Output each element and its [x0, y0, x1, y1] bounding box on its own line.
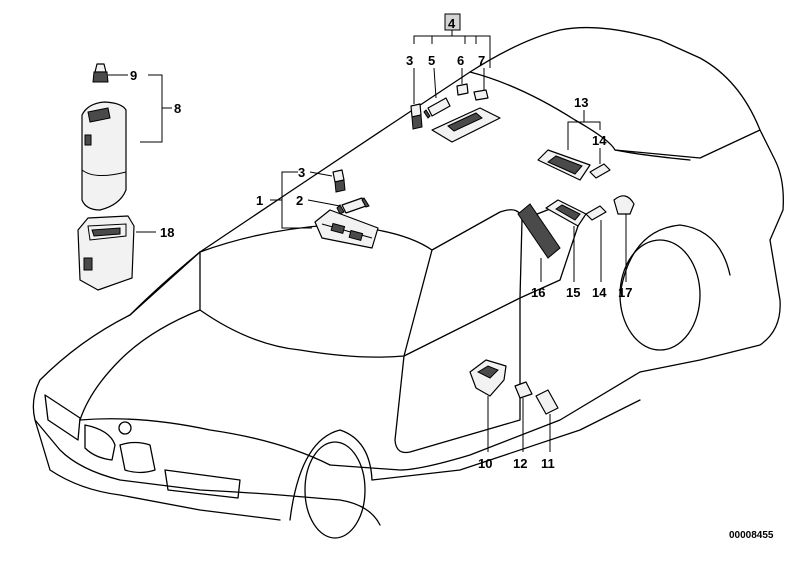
part-18-housing [77, 215, 135, 291]
part-3-bulb-left [332, 169, 346, 193]
callout-1: 1 [256, 193, 263, 208]
callout-14-lower: 14 [592, 285, 607, 300]
callout-13: 13 [574, 95, 588, 110]
callout-labels: 4 3 5 6 7 9 8 18 3 1 2 13 14 16 15 14 17… [130, 13, 774, 541]
part-2-festoon-bulb [336, 197, 370, 215]
part-14-bulb-lower [585, 205, 607, 221]
callout-2: 2 [296, 193, 303, 208]
callout-5: 5 [428, 53, 435, 68]
part-10-door-light [469, 359, 507, 397]
part-6-bulb [456, 83, 469, 96]
part-11-bulb [535, 389, 559, 415]
part-12-bulb [514, 381, 533, 399]
drawing-number: 00008455 [729, 530, 774, 541]
leader-lines [108, 28, 627, 452]
part-5-festoon-bulb [423, 97, 451, 119]
part-9-bulb [92, 63, 109, 83]
callout-3-top: 3 [406, 53, 413, 68]
callout-8: 8 [174, 101, 181, 116]
part-8-housing [81, 101, 127, 211]
callout-10: 10 [478, 456, 492, 471]
part-13-rear-light [537, 149, 591, 181]
part-1-front-interior-light [314, 209, 379, 249]
callout-15: 15 [566, 285, 580, 300]
callout-4: 4 [448, 16, 456, 31]
part-7-bulb [473, 89, 489, 101]
part-4-reading-light [431, 107, 501, 143]
part-3-bulb-top [410, 103, 423, 130]
callout-14-upper: 14 [592, 133, 607, 148]
callout-4-box [444, 13, 461, 31]
callout-3-left: 3 [298, 165, 305, 180]
callout-12: 12 [513, 456, 527, 471]
callout-9: 9 [130, 68, 137, 83]
part-17-cap [613, 195, 635, 215]
part-15-light [545, 199, 587, 227]
car-body-outline [32, 26, 784, 539]
part-16-lens [517, 203, 561, 259]
callout-7: 7 [478, 53, 485, 68]
callout-11: 11 [541, 456, 555, 471]
callout-18: 18 [160, 225, 174, 240]
callout-17: 17 [618, 285, 632, 300]
part-14-bulb-upper [589, 163, 611, 179]
callout-6: 6 [457, 53, 464, 68]
callout-16: 16 [531, 285, 545, 300]
